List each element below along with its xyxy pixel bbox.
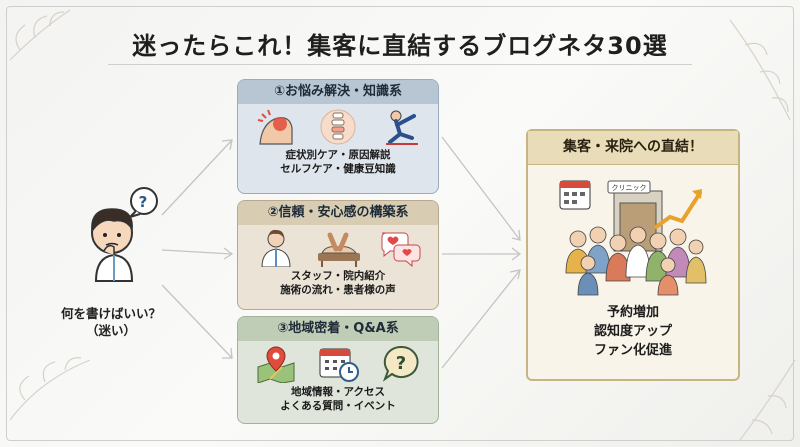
result-items: 予約増加 認知度アップ ファン化促進 bbox=[528, 303, 738, 360]
confused-person-icon bbox=[91, 187, 158, 282]
card2-line2: 施術の流れ・患者様の声 bbox=[280, 284, 396, 296]
arrow-to-card3 bbox=[161, 284, 233, 359]
card1-icons bbox=[238, 104, 438, 148]
card2-icons bbox=[238, 225, 438, 269]
card2-line1: スタッフ・院内紹介 bbox=[290, 270, 386, 282]
left-caption-line2: （迷い） bbox=[85, 323, 136, 338]
title-underline bbox=[108, 64, 692, 65]
heart-speech-bubbles-icon bbox=[381, 232, 421, 267]
card2-text: スタッフ・院内紹介 施術の流れ・患者様の声 bbox=[238, 269, 438, 297]
svg-text:?: ? bbox=[396, 353, 406, 374]
spine-icon bbox=[320, 109, 356, 145]
arrowhead-r3 bbox=[509, 269, 521, 280]
arrowhead-r2 bbox=[511, 247, 522, 261]
card-community: ③地域密着・Q&A系 ? 地域情報・アクセス よくある質問・イベント bbox=[237, 316, 439, 424]
arrowhead-card2 bbox=[223, 247, 234, 260]
card3-line1: 地域情報・アクセス bbox=[291, 386, 385, 398]
treatment-hands-icon bbox=[318, 232, 360, 267]
result-item-2: 認知度アップ bbox=[593, 324, 672, 339]
card1-line2: セルフケア・健康豆知識 bbox=[280, 163, 396, 175]
card1-heading: ①お悩み解決・知識系 bbox=[238, 80, 438, 104]
diagram-frame bbox=[6, 6, 794, 441]
staff-person-icon bbox=[261, 229, 291, 267]
arrow-to-card1 bbox=[161, 139, 233, 216]
result-heading: 集客・来院への直結！ bbox=[528, 131, 738, 165]
arrow-card1-to-result bbox=[441, 136, 521, 241]
arrowhead-card3 bbox=[222, 347, 233, 359]
result-item-3: ファン化促進 bbox=[593, 343, 672, 358]
card1-text: 症状別ケア・原因解説 セルフケア・健康豆知識 bbox=[238, 148, 438, 176]
left-caption: 何を書けばいい？ （迷い） bbox=[36, 305, 186, 339]
card3-text: 地域情報・アクセス よくある質問・イベント bbox=[238, 385, 438, 413]
question-mark-symbol: ? bbox=[138, 193, 148, 211]
card3-icons: ? bbox=[238, 341, 438, 385]
result-item-1: 予約増加 bbox=[606, 305, 659, 320]
card1-line1: 症状別ケア・原因解説 bbox=[285, 149, 391, 161]
page-title: 迷ったらこれ！集客に直結するブログネタ30選 bbox=[132, 32, 668, 60]
stretching-person-icon bbox=[386, 110, 418, 145]
result-box: 集客・来院への直結！ クリニック 予約増加 認知度アップ ファン化促進 bbox=[526, 129, 740, 381]
clinic-crowd-illustration: クリニック bbox=[559, 180, 707, 296]
shoulder-pain-icon bbox=[257, 109, 293, 145]
arrowhead-r1 bbox=[511, 229, 521, 241]
card3-line2: よくある質問・イベント bbox=[280, 400, 396, 412]
clinic-sign: クリニック bbox=[612, 184, 647, 192]
card-knowledge: ①お悩み解決・知識系 症状別ケア・原因解説 セルフケア・健康豆知識 bbox=[237, 79, 439, 194]
card2-heading: ②信頼・安心感の構築系 bbox=[238, 201, 438, 225]
card3-heading: ③地域密着・Q&A系 bbox=[238, 317, 438, 341]
question-bubble-icon: ? bbox=[382, 345, 419, 382]
calendar-clock-icon bbox=[319, 348, 359, 382]
card-trust: ②信頼・安心感の構築系 スタッフ・院内紹介 施術の流れ・患者様の声 bbox=[237, 200, 439, 310]
map-pin-icon bbox=[257, 346, 295, 383]
arrowhead-card1 bbox=[221, 139, 233, 151]
left-caption-line1: 何を書けばいい？ bbox=[60, 306, 161, 321]
arrow-to-card2 bbox=[161, 249, 233, 255]
arrow-card3-to-result bbox=[441, 269, 521, 369]
